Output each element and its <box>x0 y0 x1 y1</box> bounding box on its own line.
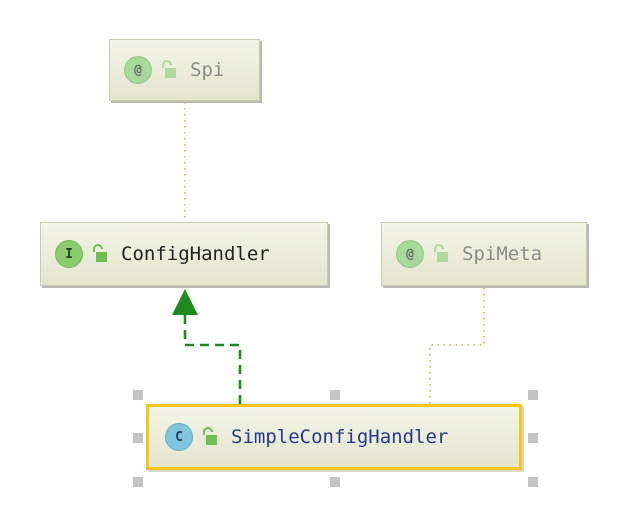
node-label: SimpleConfigHandler <box>231 426 449 448</box>
lock-icon <box>434 244 448 262</box>
lock-icon <box>93 244 107 262</box>
node-label: ConfigHandler <box>121 243 270 265</box>
node-config-handler[interactable]: I ConfigHandler <box>40 222 328 286</box>
resize-handle-left[interactable] <box>133 433 143 443</box>
class-badge-icon: C <box>165 423 193 451</box>
node-spi-meta[interactable]: @ SpiMeta <box>381 222 587 286</box>
resize-handle-bottom-left[interactable] <box>133 477 143 487</box>
lock-icon <box>203 427 217 445</box>
resize-handle-top[interactable] <box>330 390 340 400</box>
node-spi[interactable]: @ Spi <box>109 39 260 101</box>
node-label: Spi <box>190 59 225 81</box>
resize-handle-bottom-right[interactable] <box>528 477 538 487</box>
resize-handle-top-left[interactable] <box>133 390 143 400</box>
implements-edge <box>183 315 242 404</box>
implements-arrowhead <box>172 289 198 315</box>
spimeta-annotation-link <box>429 288 485 404</box>
lock-icon <box>162 60 176 78</box>
node-label: SpiMeta <box>462 243 543 265</box>
node-simple-config-handler[interactable]: C SimpleConfigHandler <box>146 404 522 470</box>
resize-handle-bottom[interactable] <box>330 477 340 487</box>
resize-handle-top-right[interactable] <box>528 390 538 400</box>
resize-handle-right[interactable] <box>528 433 538 443</box>
interface-badge-icon: I <box>55 240 83 268</box>
annotation-badge-icon: @ <box>124 56 152 84</box>
annotation-badge-icon: @ <box>396 240 424 268</box>
